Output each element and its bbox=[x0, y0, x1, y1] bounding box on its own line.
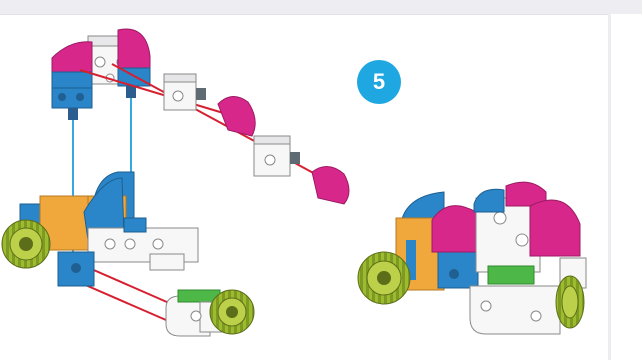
top-hinge-piece bbox=[51, 28, 151, 120]
connector-line bbox=[79, 263, 177, 307]
page-margin bbox=[611, 14, 642, 360]
connector-line bbox=[79, 69, 241, 119]
white-cube-1 bbox=[163, 73, 206, 111]
exploded-assembly-view bbox=[1, 28, 350, 337]
connector-line bbox=[111, 63, 331, 183]
header-divider bbox=[0, 14, 642, 15]
page-margin-rule bbox=[608, 14, 611, 360]
white-cube-2 bbox=[253, 135, 300, 177]
left-wheel bbox=[1, 219, 51, 269]
loose-wheel-assembly bbox=[165, 289, 255, 337]
magenta-cap-2 bbox=[311, 166, 350, 205]
step-number-badge: 5 bbox=[357, 60, 401, 104]
base-car-body bbox=[19, 171, 199, 287]
finished-car-view bbox=[357, 181, 587, 335]
magenta-cap-1 bbox=[217, 96, 256, 137]
page-header-band bbox=[0, 0, 642, 14]
connector-line bbox=[73, 279, 167, 321]
